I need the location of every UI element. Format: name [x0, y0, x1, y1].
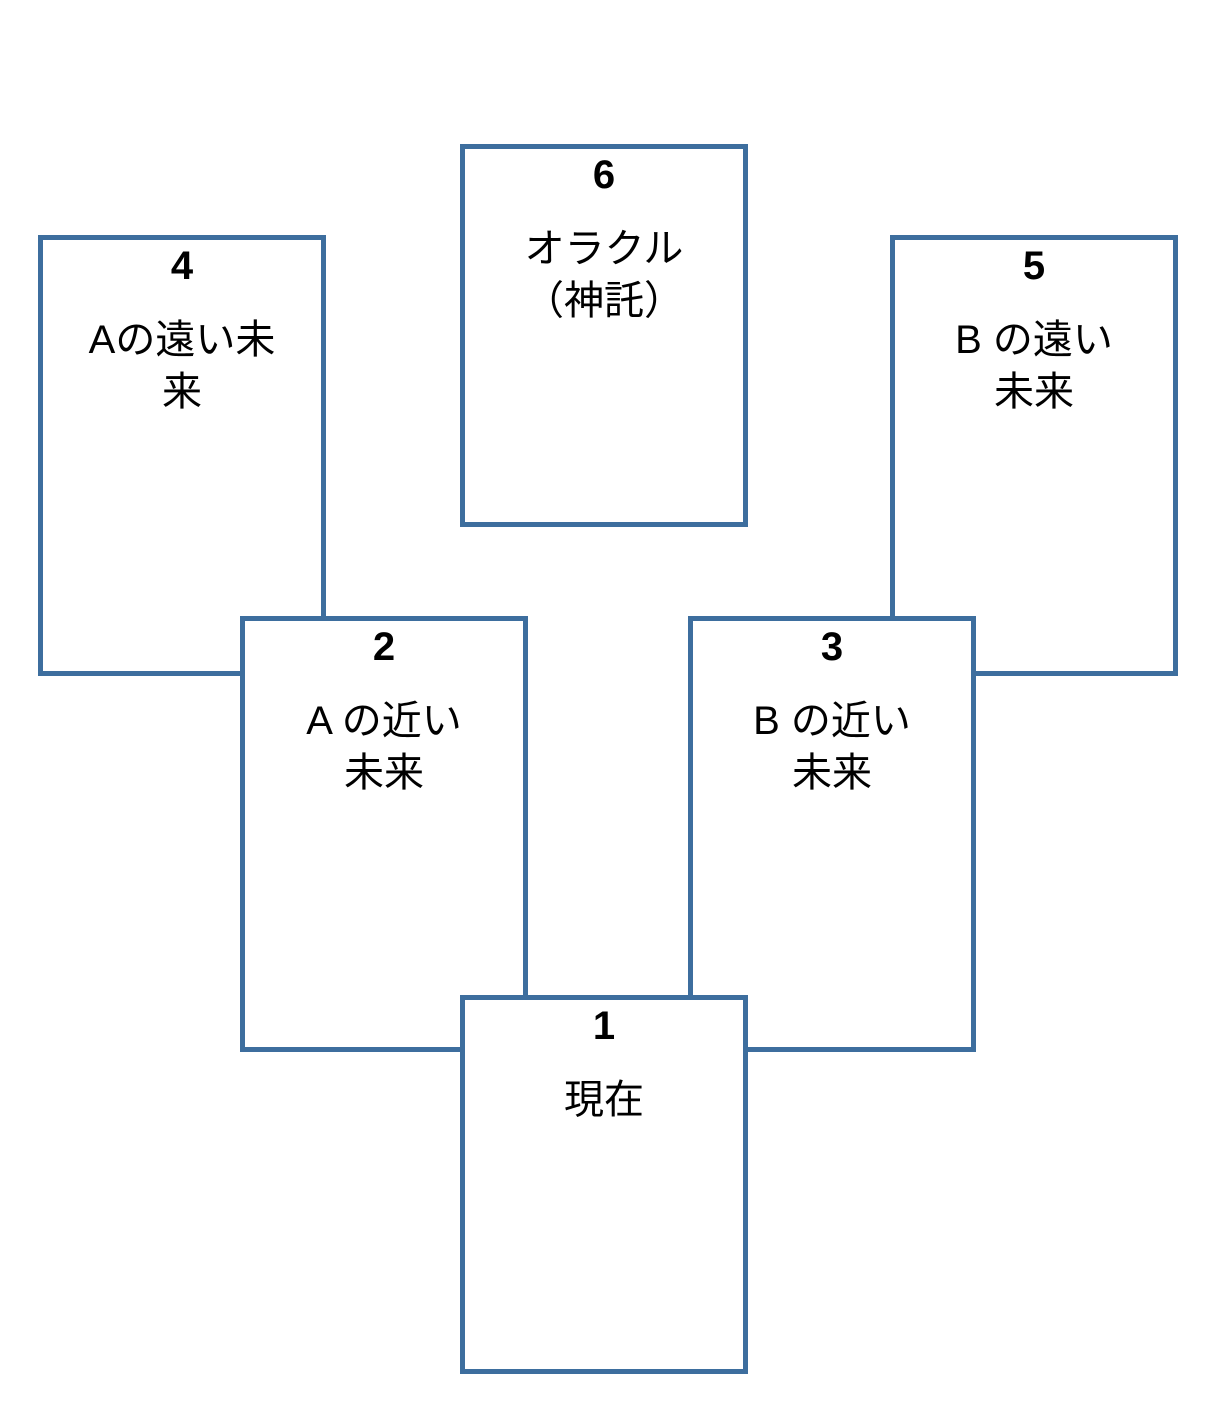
card-5-number: 5: [1022, 244, 1046, 288]
card-slot-6[interactable]: 6 オラクル （神託）: [460, 144, 748, 527]
card-slot-4[interactable]: 4 Aの遠い未 来: [38, 235, 326, 676]
card-2-label: A の近い 未来: [306, 699, 462, 795]
card-slot-3[interactable]: 3 B の近い 未来: [688, 616, 976, 1052]
card-6-number: 6: [592, 153, 616, 197]
card-slot-1[interactable]: 1 現在: [460, 995, 748, 1374]
card-1-label: 現在: [564, 1078, 644, 1122]
card-1-number: 1: [592, 1004, 616, 1048]
card-2-number: 2: [372, 625, 396, 669]
card-slot-2[interactable]: 2 A の近い 未来: [240, 616, 528, 1052]
card-6-label: オラクル （神託）: [524, 227, 684, 323]
card-4-label: Aの遠い未 来: [88, 318, 276, 414]
card-5-label: B の遠い 未来: [955, 318, 1113, 414]
card-4-number: 4: [170, 244, 194, 288]
card-slot-5[interactable]: 5 B の遠い 未来: [890, 235, 1178, 676]
card-3-label: B の近い 未来: [753, 699, 911, 795]
card-3-number: 3: [820, 625, 844, 669]
